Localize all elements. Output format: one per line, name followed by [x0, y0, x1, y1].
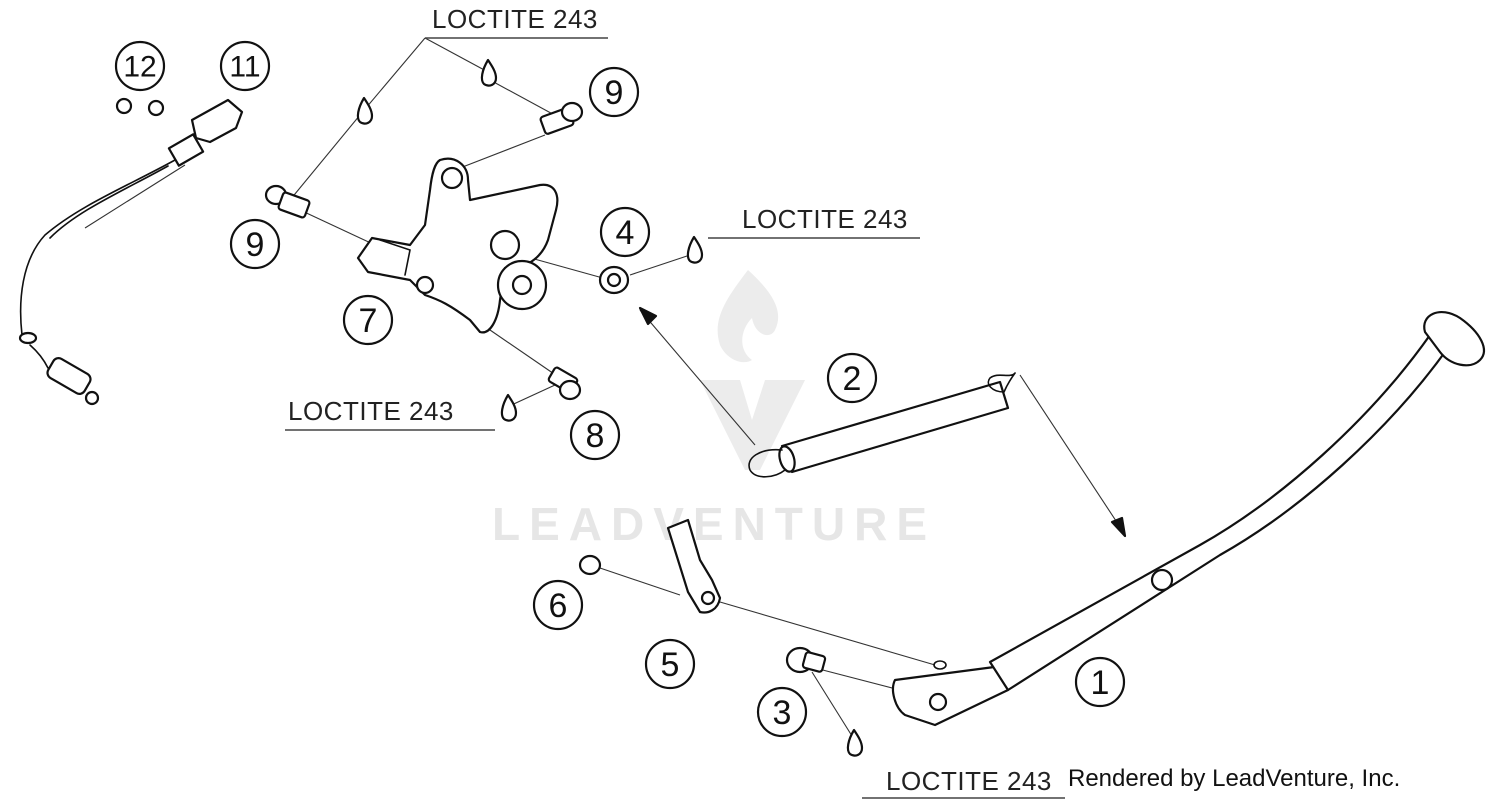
part-8-bolt — [547, 366, 582, 401]
svg-text:LOCTITE 243: LOCTITE 243 — [288, 396, 454, 426]
svg-text:1: 1 — [1091, 664, 1110, 702]
callout-9-left: 9 — [229, 218, 281, 270]
svg-text:9: 9 — [246, 226, 265, 264]
watermark-logo — [700, 270, 805, 470]
part-11-switch — [18, 98, 244, 406]
svg-text:6: 6 — [549, 587, 568, 625]
svg-text:LOCTITE 243: LOCTITE 243 — [886, 766, 1052, 796]
part-1-side-stand — [891, 311, 1485, 727]
svg-text:11: 11 — [229, 51, 260, 84]
part-12-nuts — [115, 97, 165, 117]
callout-2: 2 — [826, 352, 878, 404]
part-6-nut — [578, 554, 602, 576]
svg-text:12: 12 — [123, 51, 156, 84]
svg-text:8: 8 — [586, 417, 605, 455]
leader-lines — [84, 37, 1127, 737]
part-7-bracket — [356, 157, 559, 334]
svg-text:5: 5 — [661, 646, 680, 684]
callout-4: 4 — [599, 206, 651, 258]
watermark-brand: LEADVENTURE — [492, 498, 936, 550]
loctite-note-top: LOCTITE 243 — [425, 4, 608, 39]
loctite-note-bottom: LOCTITE 243 — [862, 766, 1065, 799]
callout-12: 12 — [114, 40, 166, 92]
loctite-note-right: LOCTITE 243 — [708, 204, 920, 239]
callout-6: 6 — [532, 579, 584, 631]
callout-8: 8 — [569, 409, 621, 461]
part-4-nut — [598, 265, 630, 295]
render-credit: Rendered by LeadVenture, Inc. — [1068, 765, 1400, 792]
svg-text:7: 7 — [359, 302, 378, 340]
svg-text:2: 2 — [843, 360, 862, 398]
part-9-bolt-upper — [539, 101, 584, 135]
svg-text:9: 9 — [605, 74, 624, 112]
part-3-bolt — [785, 646, 827, 674]
part-9-bolt-left — [264, 184, 311, 219]
callout-11: 11 — [219, 40, 271, 92]
svg-text:LOCTITE 243: LOCTITE 243 — [742, 204, 908, 234]
callout-9-upper: 9 — [588, 66, 640, 118]
svg-text:4: 4 — [616, 214, 635, 252]
callout-1: 1 — [1074, 656, 1126, 708]
loctite-droplets — [356, 58, 864, 757]
part-2-spring — [748, 372, 1016, 478]
loctite-note-middle: LOCTITE 243 — [285, 396, 495, 431]
callout-3: 3 — [756, 686, 808, 738]
part-5-plate — [666, 518, 722, 614]
callout-5: 5 — [644, 638, 696, 690]
svg-text:LOCTITE 243: LOCTITE 243 — [432, 4, 598, 34]
svg-text:3: 3 — [773, 694, 792, 732]
callout-7: 7 — [342, 294, 394, 346]
